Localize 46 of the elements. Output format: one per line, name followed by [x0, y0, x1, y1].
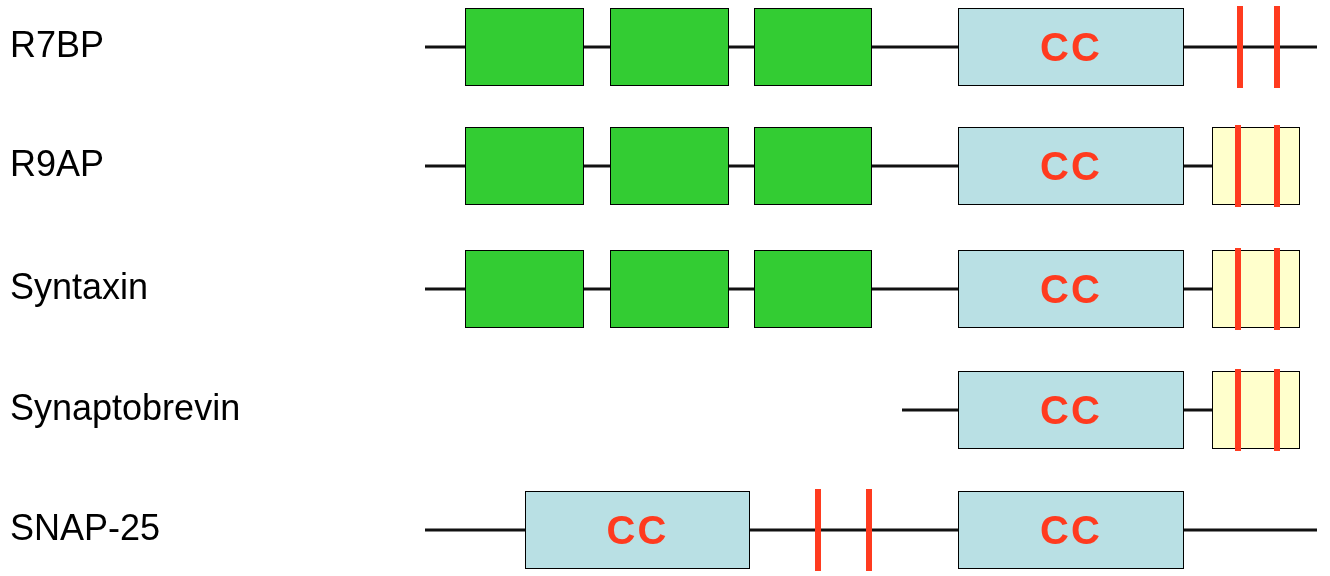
- chain-line: [872, 287, 958, 291]
- chain-line: [750, 528, 958, 532]
- coiled-coil-box: [525, 491, 750, 569]
- coiled-coil-box: [958, 8, 1184, 86]
- protein-name: SNAP-25: [10, 510, 161, 546]
- chain-line: [729, 45, 754, 49]
- domain-box: [610, 250, 729, 328]
- coiled-coil-box: [958, 127, 1184, 205]
- domain-label: CC: [1040, 390, 1102, 430]
- chain-line: [425, 45, 465, 49]
- chain-line: [1184, 164, 1212, 168]
- chain-line: [729, 287, 754, 291]
- coiled-coil-box: [958, 371, 1184, 449]
- chain-line: [584, 287, 610, 291]
- domain-box: [465, 127, 584, 205]
- domain-box: [754, 250, 872, 328]
- chain-line: [872, 164, 958, 168]
- chain-line: [902, 408, 958, 412]
- domain-box: [610, 127, 729, 205]
- domain-label: CC: [1040, 146, 1102, 186]
- chain-line: [1184, 408, 1212, 412]
- protein-name: R9AP: [10, 146, 105, 182]
- domain-box: [754, 8, 872, 86]
- chain-line: [1184, 528, 1317, 532]
- chain-line: [729, 164, 754, 168]
- chain-line: [872, 45, 958, 49]
- coiled-coil-box: [958, 491, 1184, 569]
- chain-line: [425, 164, 465, 168]
- domain-box: [465, 8, 584, 86]
- domain-label: CC: [1040, 269, 1102, 309]
- chain-line: [425, 528, 525, 532]
- chain-line: [1184, 287, 1212, 291]
- domain-label: CC: [1040, 510, 1102, 550]
- coiled-coil-box: [958, 250, 1184, 328]
- chain-line: [584, 45, 610, 49]
- domain-box: [610, 8, 729, 86]
- chain-line: [584, 164, 610, 168]
- chain-line: [425, 287, 465, 291]
- chain-line: [1184, 45, 1317, 49]
- protein-name: Syntaxin: [10, 269, 149, 305]
- protein-name: R7BP: [10, 27, 105, 63]
- domain-label: CC: [606, 510, 669, 550]
- domain-box: [465, 250, 584, 328]
- domain-box: [754, 127, 872, 205]
- protein-name: Synaptobrevin: [10, 390, 241, 426]
- domain-label: CC: [1040, 27, 1102, 67]
